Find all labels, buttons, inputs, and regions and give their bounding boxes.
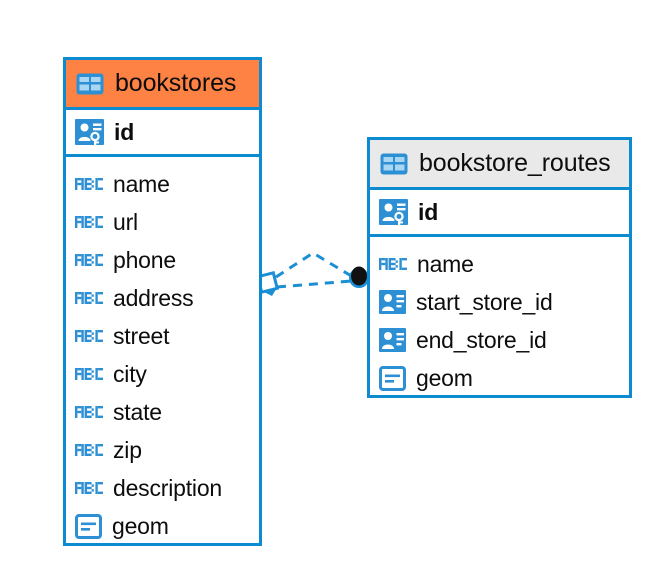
entity-primary-key-row[interactable]: id <box>370 190 629 237</box>
relationship-connector[interactable] <box>255 243 380 313</box>
foreign-key-icon <box>379 327 406 354</box>
abc-text-icon <box>75 290 103 306</box>
entity-header-bookstores[interactable]: bookstores <box>66 60 259 110</box>
table-icon <box>379 152 409 176</box>
circle-fill <box>351 266 367 286</box>
entity-table-bookstore-routes[interactable]: bookstore_routes id <box>367 137 632 398</box>
table-icon <box>75 72 105 96</box>
field-label: street <box>113 322 170 349</box>
field-label: geom <box>416 364 473 391</box>
foreign-key-icon <box>379 289 406 316</box>
field-label: start_store_id <box>416 288 553 315</box>
field-label: name <box>113 170 170 197</box>
primary-key-icon <box>75 118 104 147</box>
entity-header-bookstore-routes[interactable]: bookstore_routes <box>370 140 629 190</box>
field-row[interactable]: description <box>75 469 251 507</box>
filled-circle-marker <box>349 266 369 288</box>
field-row[interactable]: address <box>75 279 251 317</box>
field-row[interactable]: name <box>75 165 251 203</box>
field-label: zip <box>113 436 142 463</box>
field-label: phone <box>113 246 176 273</box>
field-label: state <box>113 398 162 425</box>
field-label: description <box>113 474 223 501</box>
field-label: id <box>114 118 135 145</box>
entity-field-list-bookstores: name u <box>66 157 259 551</box>
field-row[interactable]: phone <box>75 241 251 279</box>
field-row[interactable]: city <box>75 355 251 393</box>
abc-text-icon <box>75 328 103 344</box>
field-row[interactable]: geom <box>75 507 251 545</box>
field-row[interactable]: name <box>379 245 621 283</box>
field-row[interactable]: geom <box>379 359 621 397</box>
primary-key-icon <box>379 198 408 227</box>
field-row[interactable]: zip <box>75 431 251 469</box>
abc-text-icon <box>75 252 103 268</box>
field-label: name <box>417 250 474 277</box>
abc-text-icon <box>75 366 103 382</box>
abc-text-icon <box>379 256 407 272</box>
abc-text-icon <box>75 442 103 458</box>
field-label: id <box>418 198 439 225</box>
field-label: address <box>113 284 194 311</box>
relationship-line-upper <box>275 251 354 279</box>
entity-title: bookstore_routes <box>419 149 611 177</box>
entity-primary-key-row[interactable]: id <box>66 110 259 157</box>
entity-table-bookstores[interactable]: bookstores id <box>63 57 262 546</box>
abc-text-icon <box>75 404 103 420</box>
field-label: city <box>113 360 147 387</box>
geometry-icon <box>379 365 406 391</box>
abc-text-icon <box>75 480 103 496</box>
abc-text-icon <box>75 214 103 230</box>
entity-field-list-bookstore-routes: name start_store_id <box>370 237 629 403</box>
field-row[interactable]: url <box>75 203 251 241</box>
field-label: url <box>113 208 138 235</box>
field-row[interactable]: end_store_id <box>379 321 621 359</box>
abc-text-icon <box>75 176 103 192</box>
field-row[interactable]: state <box>75 393 251 431</box>
geometry-icon <box>75 513 102 539</box>
entity-title: bookstores <box>115 69 237 97</box>
field-row[interactable]: street <box>75 317 251 355</box>
diamond-crowsfoot-marker <box>255 270 280 296</box>
relationship-line-lower <box>276 279 353 289</box>
field-row[interactable]: start_store_id <box>379 283 621 321</box>
field-label: geom <box>112 512 169 539</box>
field-label: end_store_id <box>416 326 547 353</box>
